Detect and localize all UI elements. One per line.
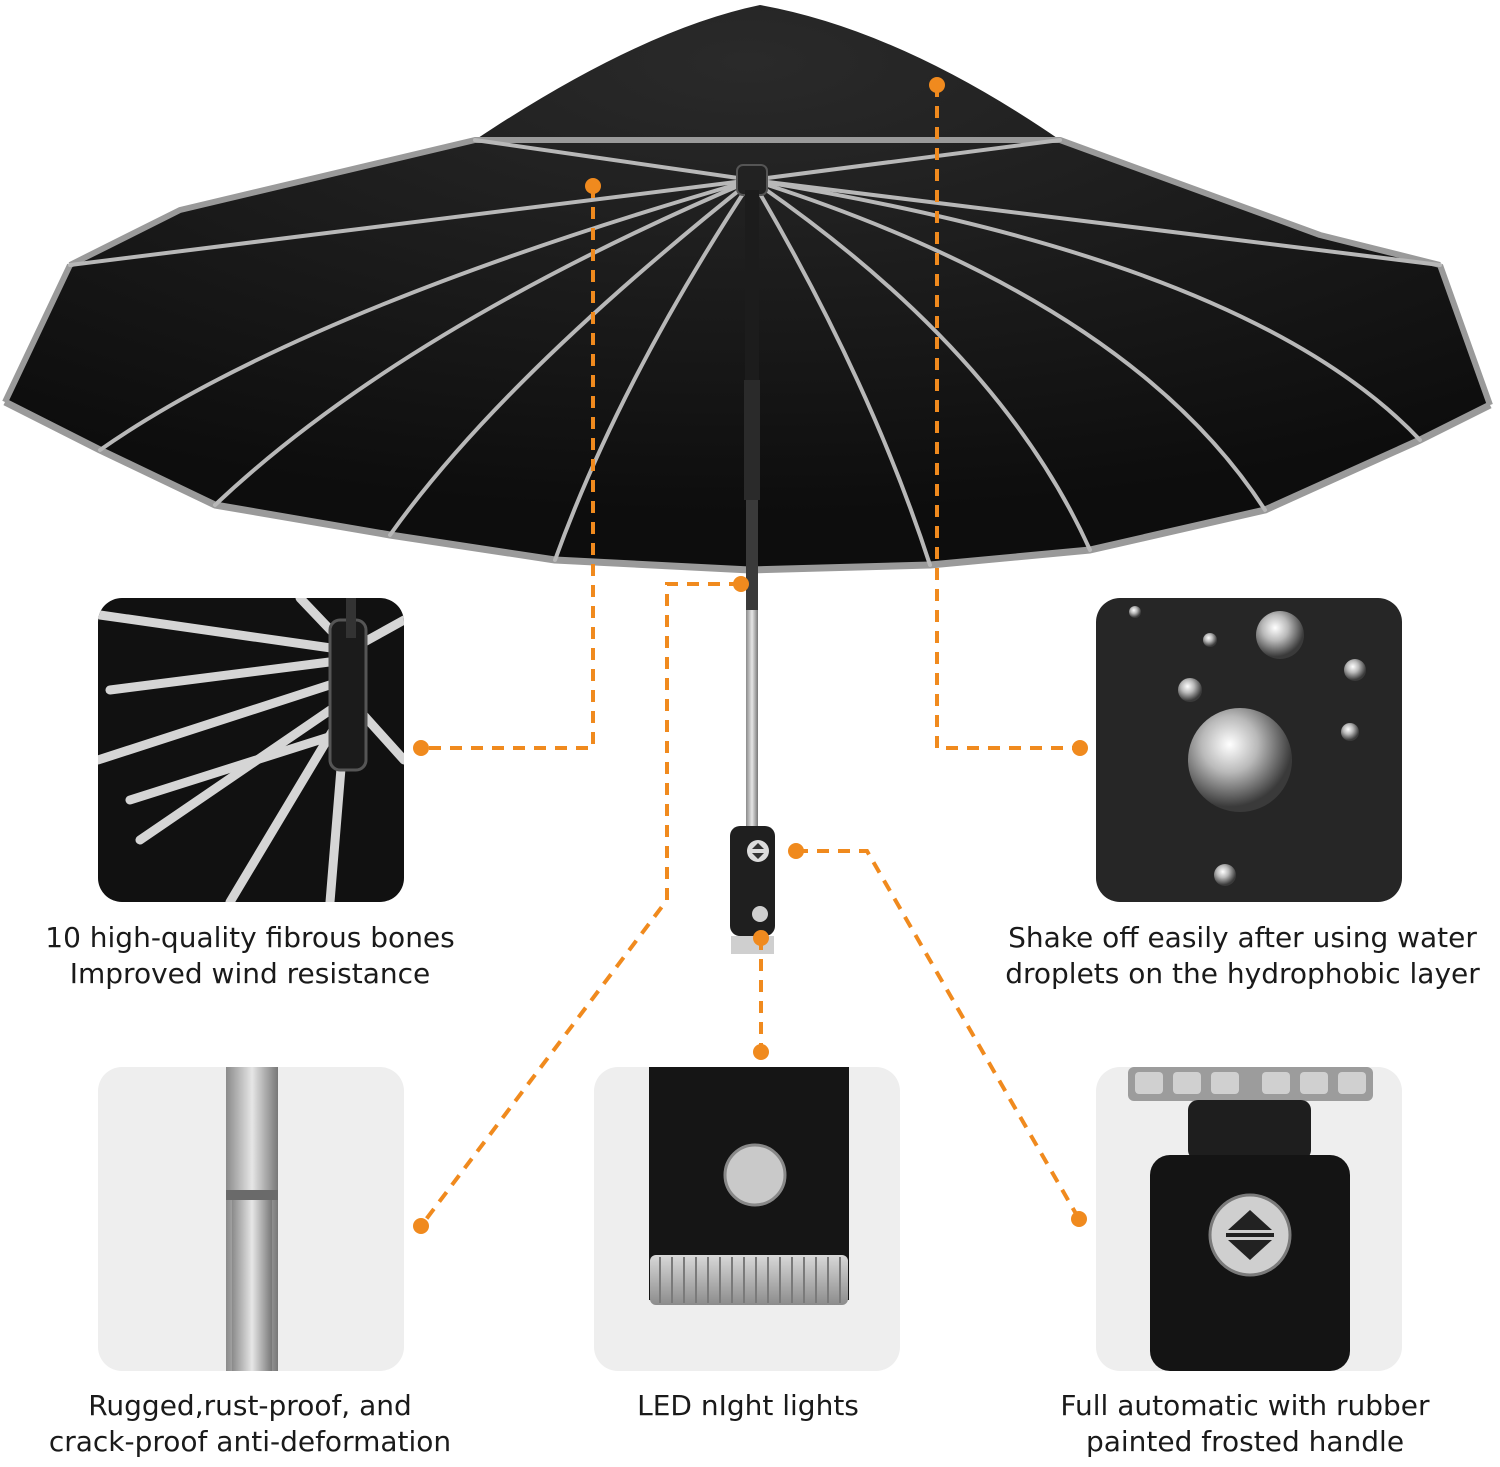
caption-line: 10 high-quality fibrous bones <box>45 921 455 954</box>
hydrophobic-photo <box>1096 598 1402 902</box>
led-light-photo <box>594 1067 900 1371</box>
callout-dots <box>413 77 1088 1234</box>
fibrous-bones-photo <box>98 598 404 902</box>
callout-line-shaft <box>419 582 741 1228</box>
caption-line: Full automatic with rubber <box>1060 1389 1430 1422</box>
automatic-handle-photo <box>1096 1067 1402 1371</box>
caption-led-light: LED nIght lights <box>548 1388 948 1424</box>
caption-line: droplets on the hydrophobic layer <box>1005 957 1480 990</box>
rust-proof-photo <box>98 1067 404 1371</box>
caption-rust-proof: Rugged,rust-proof, and crack-proof anti-… <box>20 1388 480 1460</box>
caption-line: crack-proof anti-deformation <box>48 1425 452 1458</box>
caption-automatic: Full automatic with rubber painted frost… <box>1010 1388 1480 1460</box>
umbrella-canopy <box>2 5 1493 954</box>
callout-line-handle <box>796 849 1081 1220</box>
callout-lines <box>419 85 1081 1228</box>
caption-line: Shake off easily after using water <box>1008 921 1477 954</box>
caption-line: painted frosted handle <box>1085 1425 1405 1458</box>
caption-line: Improved wind resistance <box>69 957 431 990</box>
caption-hydrophobic: Shake off easily after using water dropl… <box>990 920 1495 992</box>
caption-line: LED nIght lights <box>637 1389 859 1422</box>
callout-line-bones <box>421 186 595 750</box>
caption-fibrous-bones: 10 high-quality fibrous bones Improved w… <box>20 920 480 992</box>
callout-line-hydrophobic <box>935 85 1080 750</box>
caption-line: Rugged,rust-proof, and <box>88 1389 412 1422</box>
